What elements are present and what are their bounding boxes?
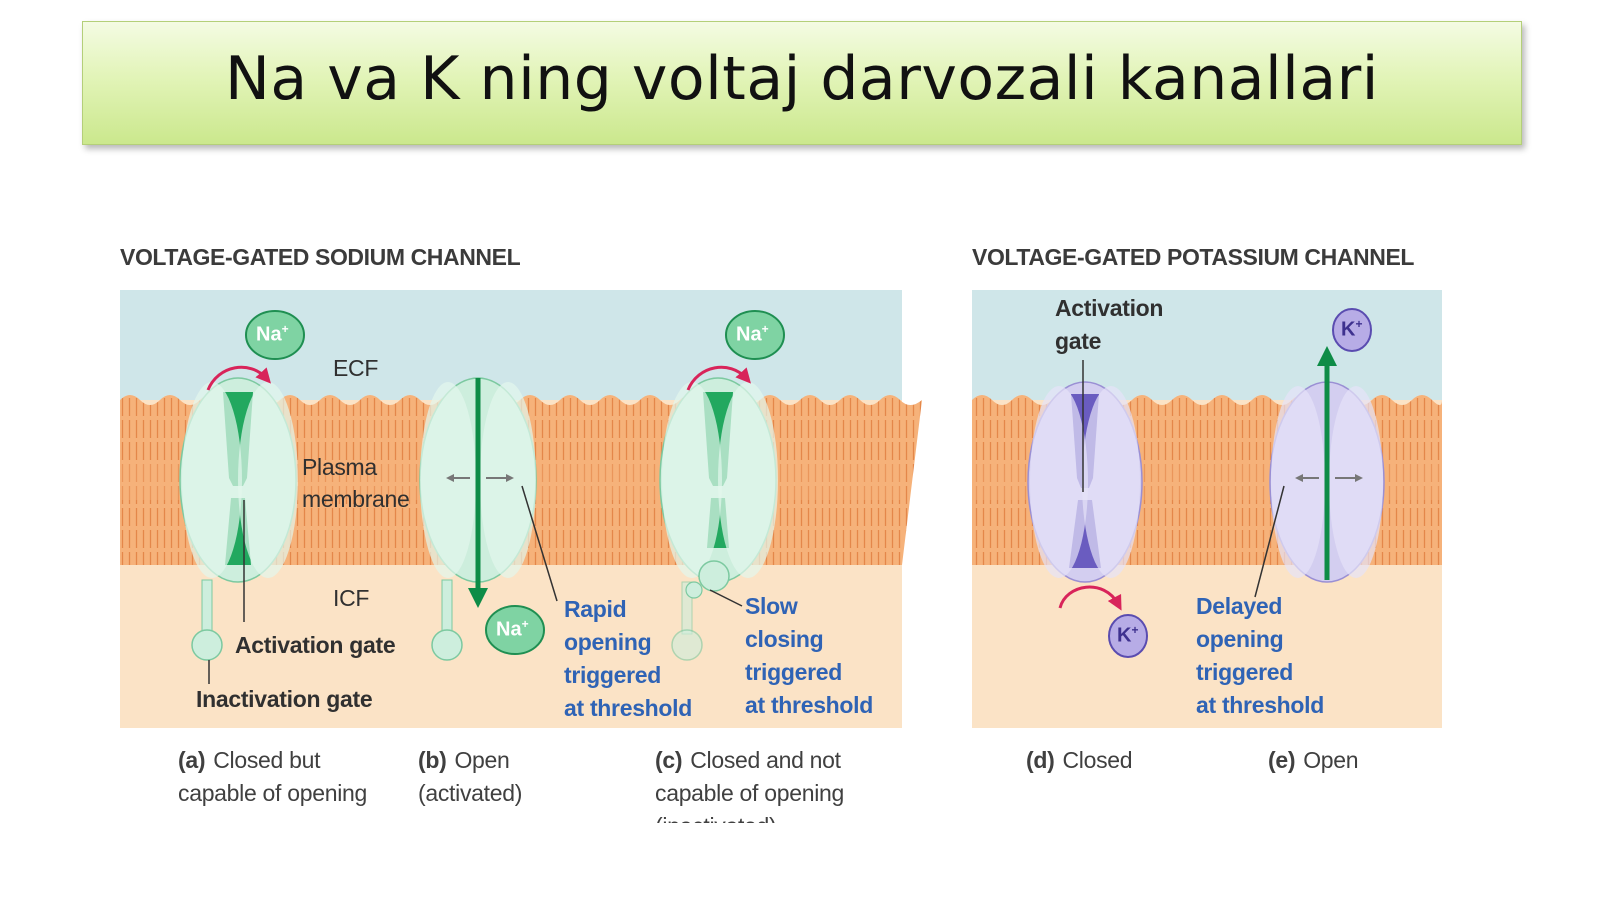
title-banner: Na va K ning voltaj darvozali kanallari — [82, 21, 1522, 145]
slide-title: Na va K ning voltaj darvozali kanallari — [225, 44, 1379, 114]
potassium-channel-e — [1254, 346, 1385, 598]
ecf-label: ECF — [333, 355, 379, 381]
icf-label: ICF — [333, 585, 370, 611]
k-activation-label-1: Activation — [1055, 295, 1164, 321]
potassium-section-title: VOLTAGE-GATED POTASSIUM CHANNEL — [972, 244, 1415, 270]
k-ion-label-e: K+ — [1341, 317, 1363, 341]
slow-line-1: Slow — [745, 593, 798, 619]
sodium-channel-b — [419, 377, 558, 661]
na-ion-b — [485, 605, 545, 655]
ecf-region-k — [972, 290, 1442, 400]
k-ion-label-d: K+ — [1117, 623, 1139, 647]
sodium-section-title: VOLTAGE-GATED SODIUM CHANNEL — [120, 244, 521, 270]
na-ion-a — [245, 310, 305, 360]
sodium-channel-c — [659, 365, 778, 661]
activation-gate-label: Activation gate — [235, 632, 396, 658]
k-activation-label-2: gate — [1055, 328, 1102, 354]
rapid-line-4: at threshold — [564, 695, 693, 721]
caption-d: (d)Closed — [1026, 747, 1133, 773]
k-ion-e — [1332, 308, 1372, 352]
potassium-channel-d — [1027, 360, 1143, 611]
caption-e: (e)Open — [1268, 747, 1359, 773]
plasma-label: Plasma — [302, 454, 377, 480]
delayed-line-3: triggered — [1196, 659, 1293, 685]
slow-line-4: at threshold — [745, 692, 874, 718]
rapid-line-3: triggered — [564, 662, 661, 688]
slow-line-2: closing — [745, 626, 824, 652]
na-ion-label-b: Na+ — [496, 617, 529, 641]
delayed-line-2: opening — [1196, 626, 1284, 652]
delayed-line-1: Delayed — [1196, 593, 1283, 619]
rapid-line-2: opening — [564, 629, 652, 655]
na-ion-c — [725, 310, 785, 360]
k-ion-d — [1108, 614, 1148, 658]
inactivation-gate-label: Inactivation gate — [196, 686, 373, 712]
membrane-label: membrane — [302, 486, 410, 512]
na-ion-label-c: Na+ — [736, 322, 769, 346]
delayed-line-4: at threshold — [1196, 692, 1325, 718]
caption-b: (b)Open(activated) — [418, 747, 523, 806]
slow-line-3: triggered — [745, 659, 842, 685]
rapid-line-1: Rapid — [564, 596, 627, 622]
na-ion-label-a: Na+ — [256, 322, 289, 346]
sodium-channel-a — [179, 365, 298, 684]
